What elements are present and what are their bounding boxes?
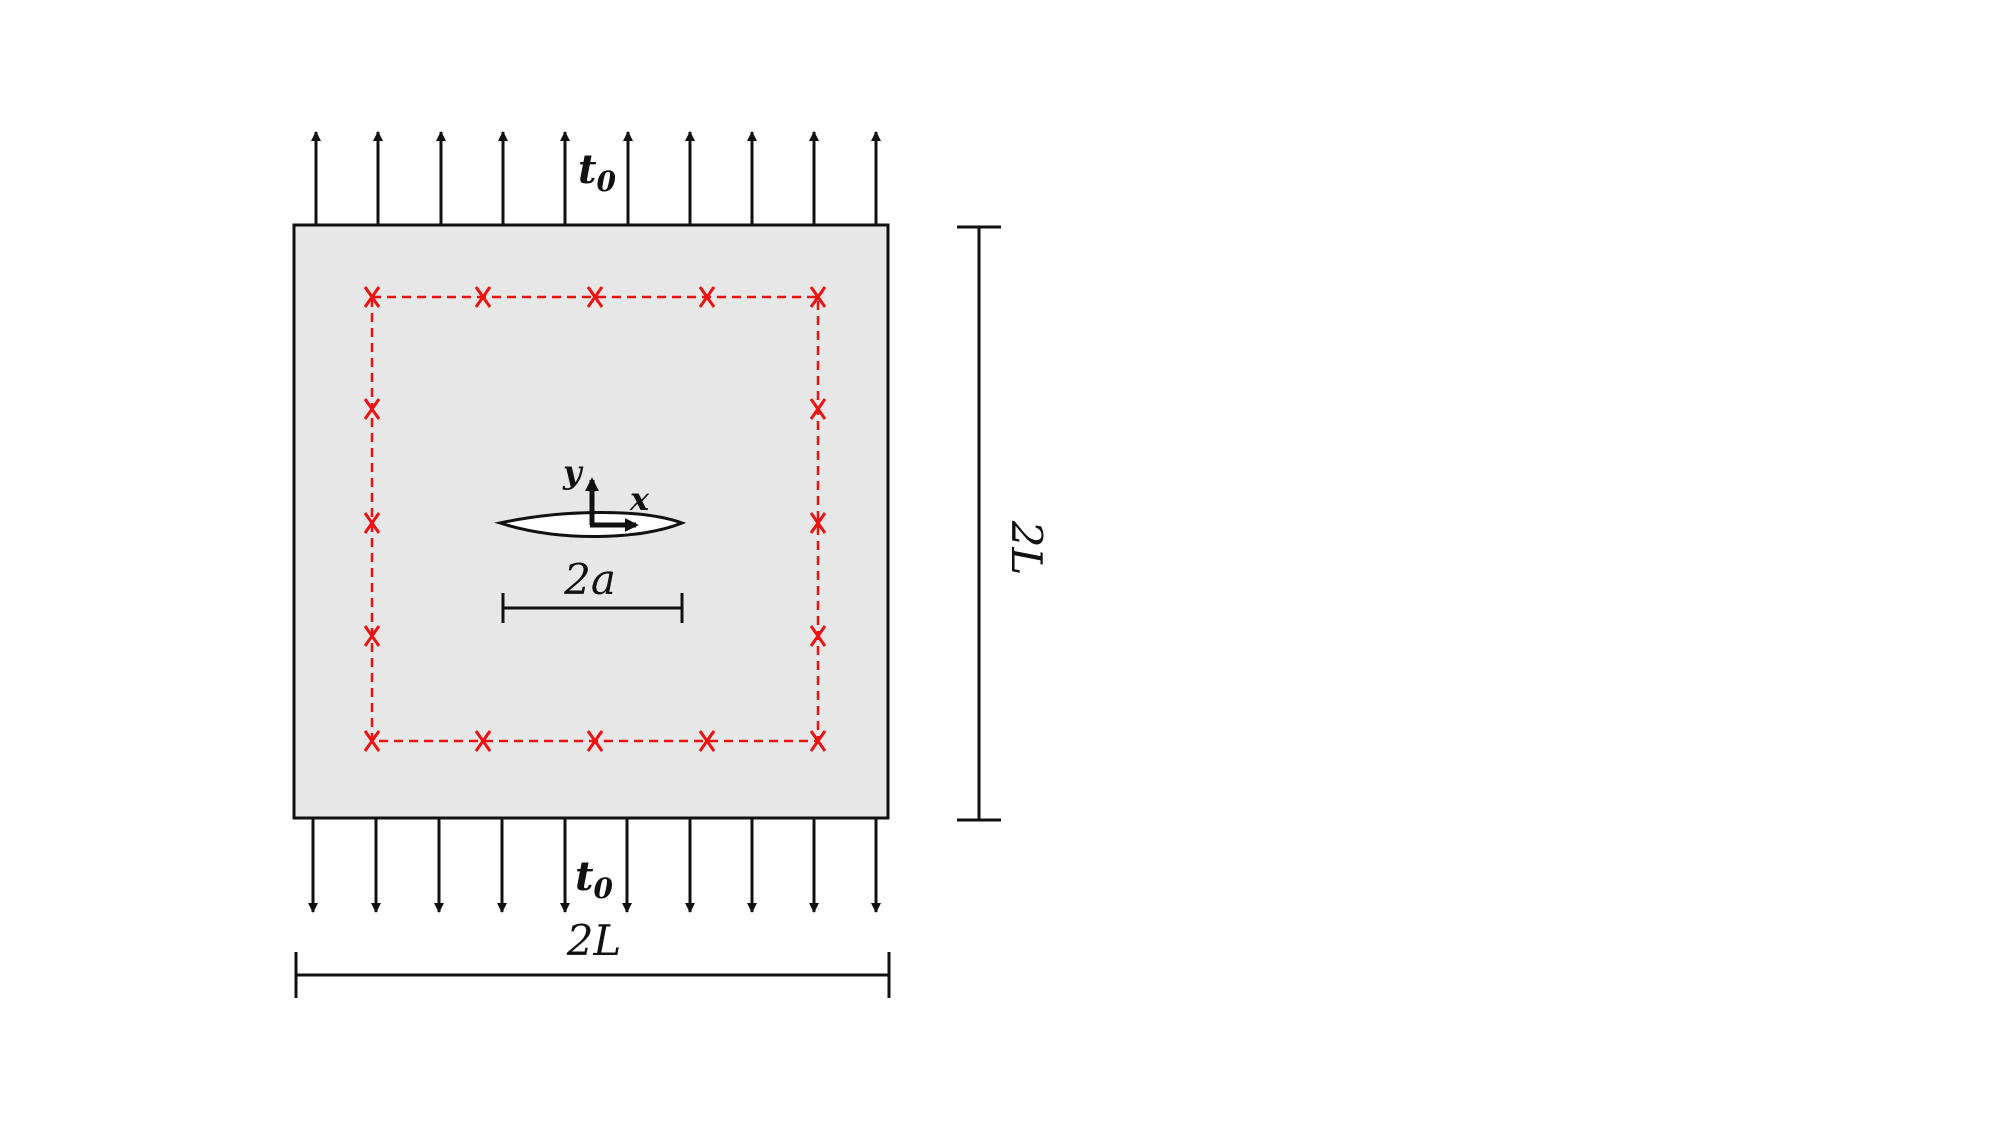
integration-point-marker	[809, 625, 827, 647]
width-dimension	[294, 952, 891, 998]
height-dimension	[957, 225, 1001, 822]
integration-point-marker	[363, 625, 381, 647]
integration-point-marker	[698, 286, 716, 308]
integration-point-marker	[809, 730, 827, 752]
integration-point-marker	[809, 286, 827, 308]
integration-points	[363, 286, 827, 752]
width-label: 2L	[566, 916, 622, 965]
bottom-traction-arrows	[308, 818, 881, 913]
x-axis-label: x	[629, 480, 650, 518]
integration-point-marker	[363, 512, 381, 534]
integration-point-marker	[363, 286, 381, 308]
crack-length-dimension	[501, 593, 684, 623]
integration-point-marker	[698, 730, 716, 752]
integration-point-marker	[809, 398, 827, 420]
crack-length-label: 2a	[563, 555, 616, 604]
integration-point-marker	[809, 512, 827, 534]
y-axis-label: y	[562, 453, 584, 491]
integration-point-marker	[586, 730, 604, 752]
integration-point-marker	[363, 398, 381, 420]
integration-point-marker	[586, 286, 604, 308]
integration-point-marker	[474, 286, 492, 308]
integration-point-marker	[474, 730, 492, 752]
height-label: 2L	[1002, 520, 1051, 576]
bottom-traction-label: t0	[575, 853, 613, 905]
integration-point-marker	[363, 730, 381, 752]
top-traction-label: t0	[578, 146, 616, 198]
coordinate-axes: y x	[562, 453, 650, 532]
top-traction-arrows	[311, 131, 881, 225]
